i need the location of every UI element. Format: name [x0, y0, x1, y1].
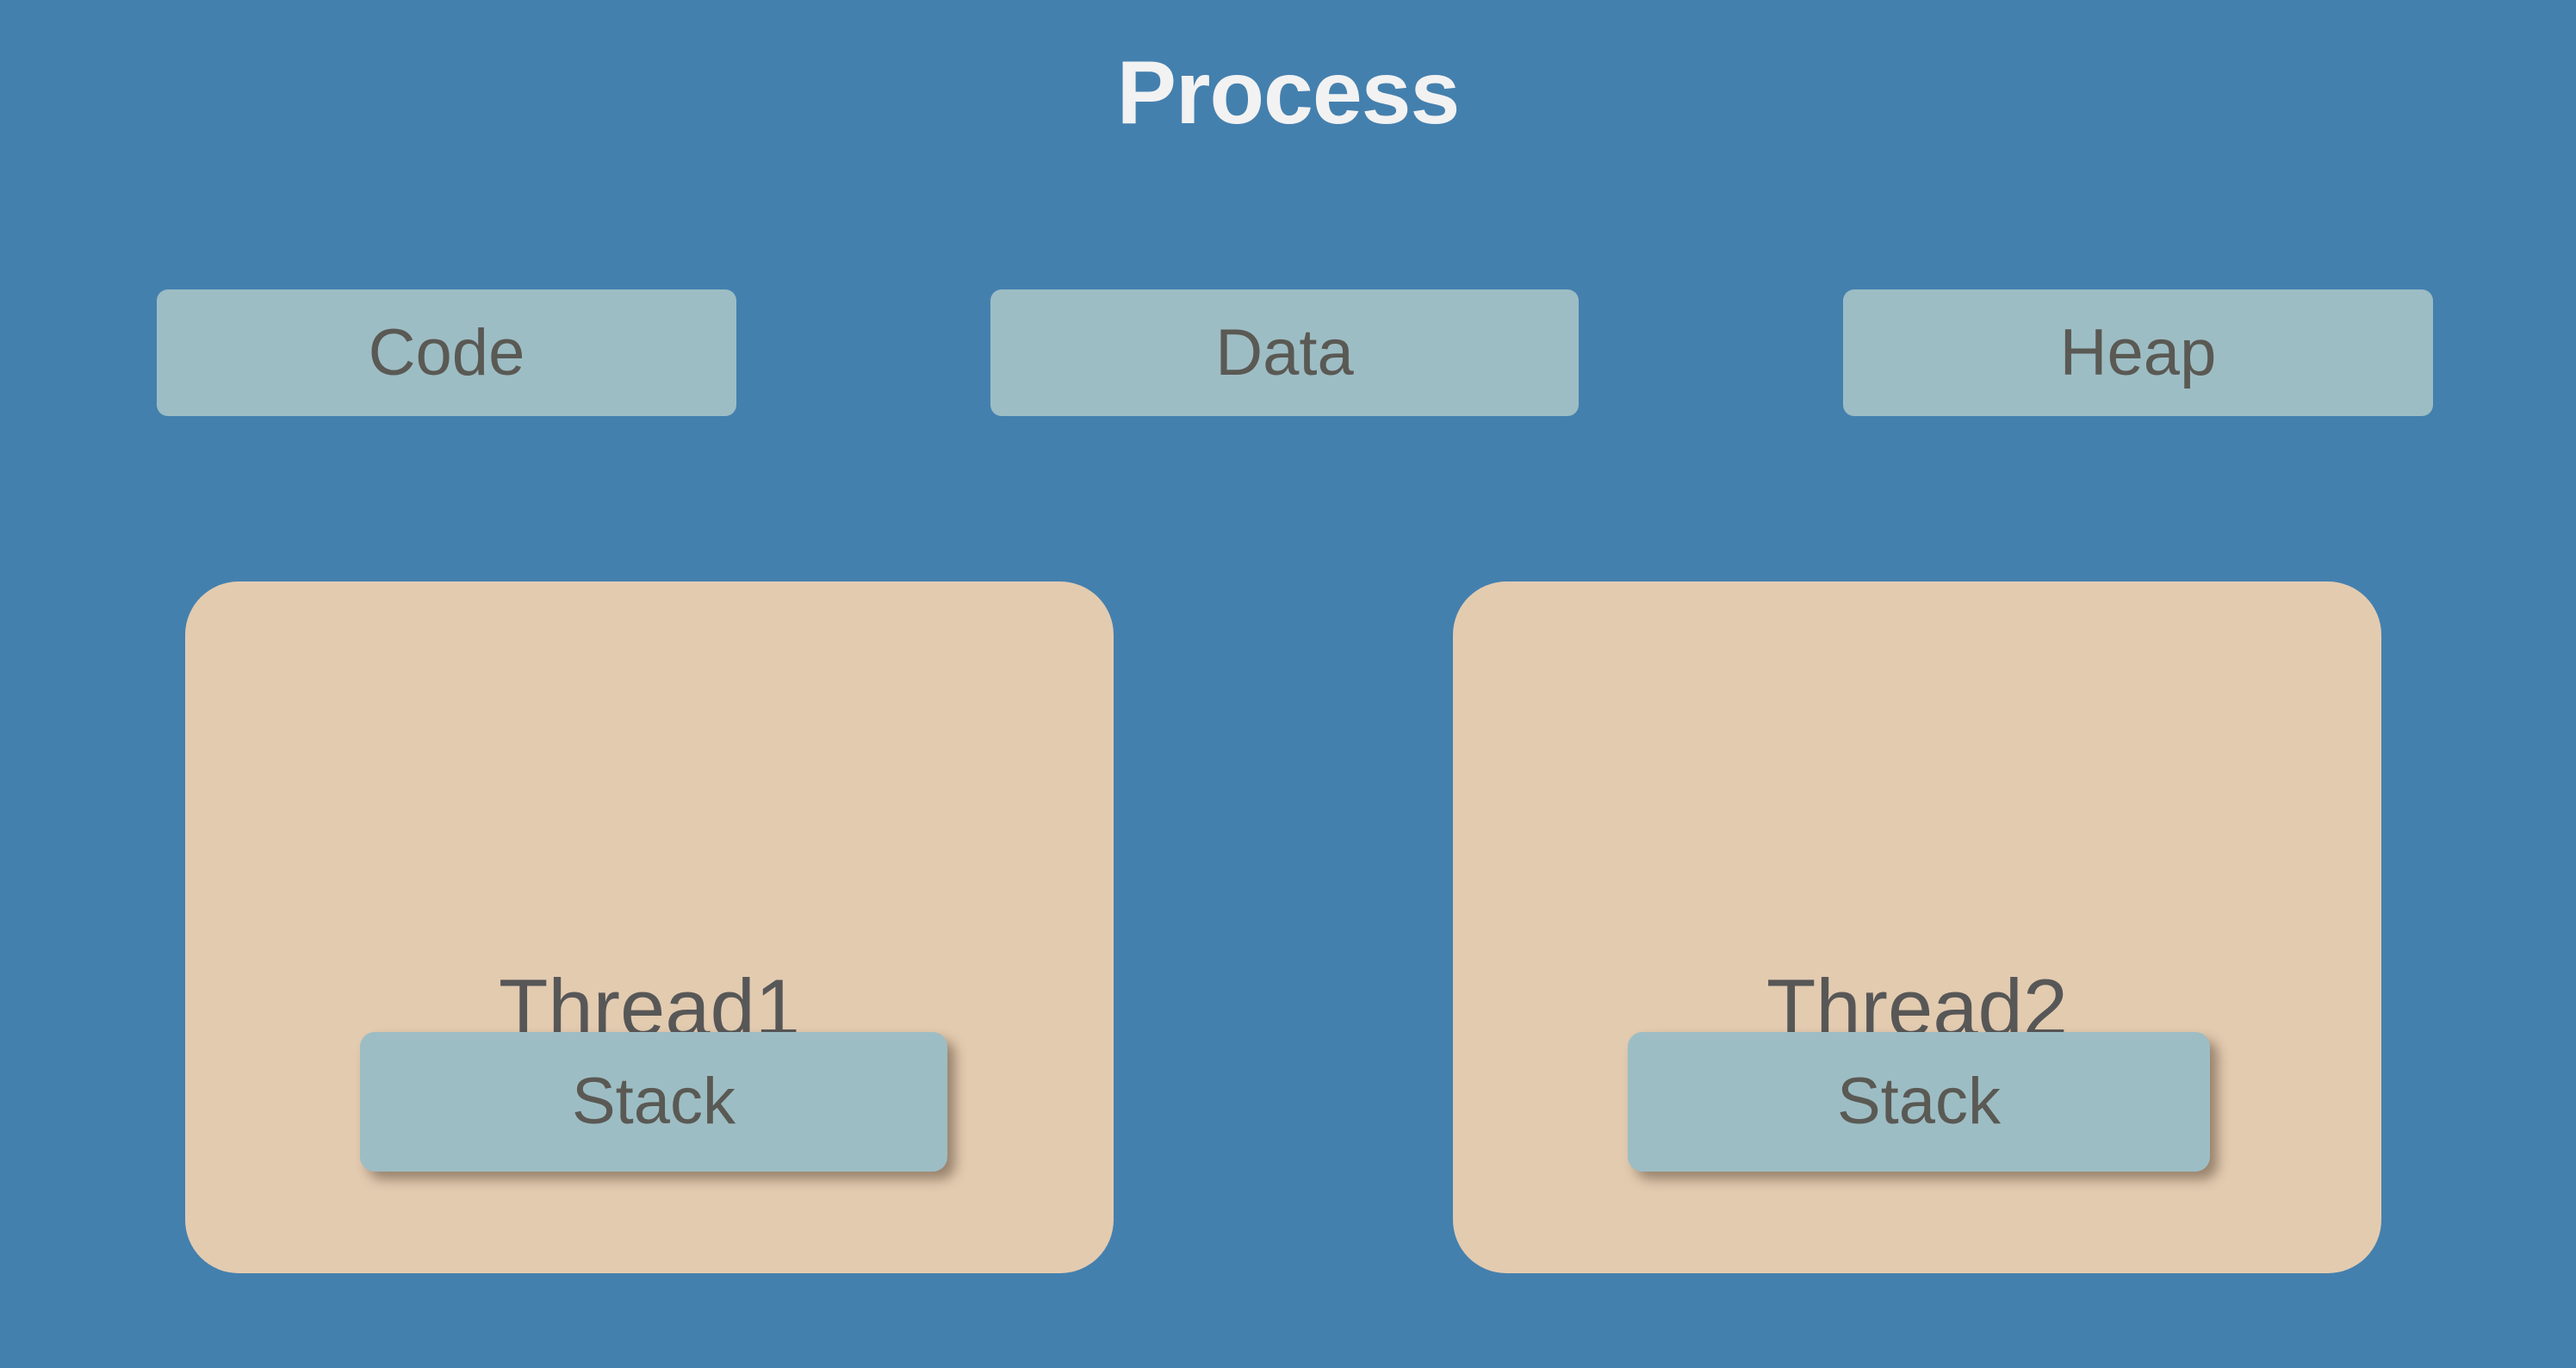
memory-segment-code[interactable]: Code	[157, 289, 736, 416]
thread-box-thread2[interactable]: Thread2 Stack	[1453, 581, 2381, 1273]
thread-box-thread1[interactable]: Thread1 Stack	[185, 581, 1114, 1273]
stack-box-thread1[interactable]: Stack	[360, 1032, 947, 1172]
stack-label-thread1: Stack	[571, 1065, 736, 1138]
page-title: Process	[1116, 43, 1461, 143]
memory-segment-data[interactable]: Data	[990, 289, 1579, 416]
stack-label-thread2: Stack	[1836, 1065, 2002, 1138]
memory-segment-code-label: Code	[368, 315, 525, 389]
memory-segment-heap[interactable]: Heap	[1843, 289, 2433, 416]
memory-segment-data-label: Data	[1215, 315, 1354, 389]
stack-box-thread2[interactable]: Stack	[1628, 1032, 2210, 1172]
memory-segment-heap-label: Heap	[2059, 315, 2217, 389]
